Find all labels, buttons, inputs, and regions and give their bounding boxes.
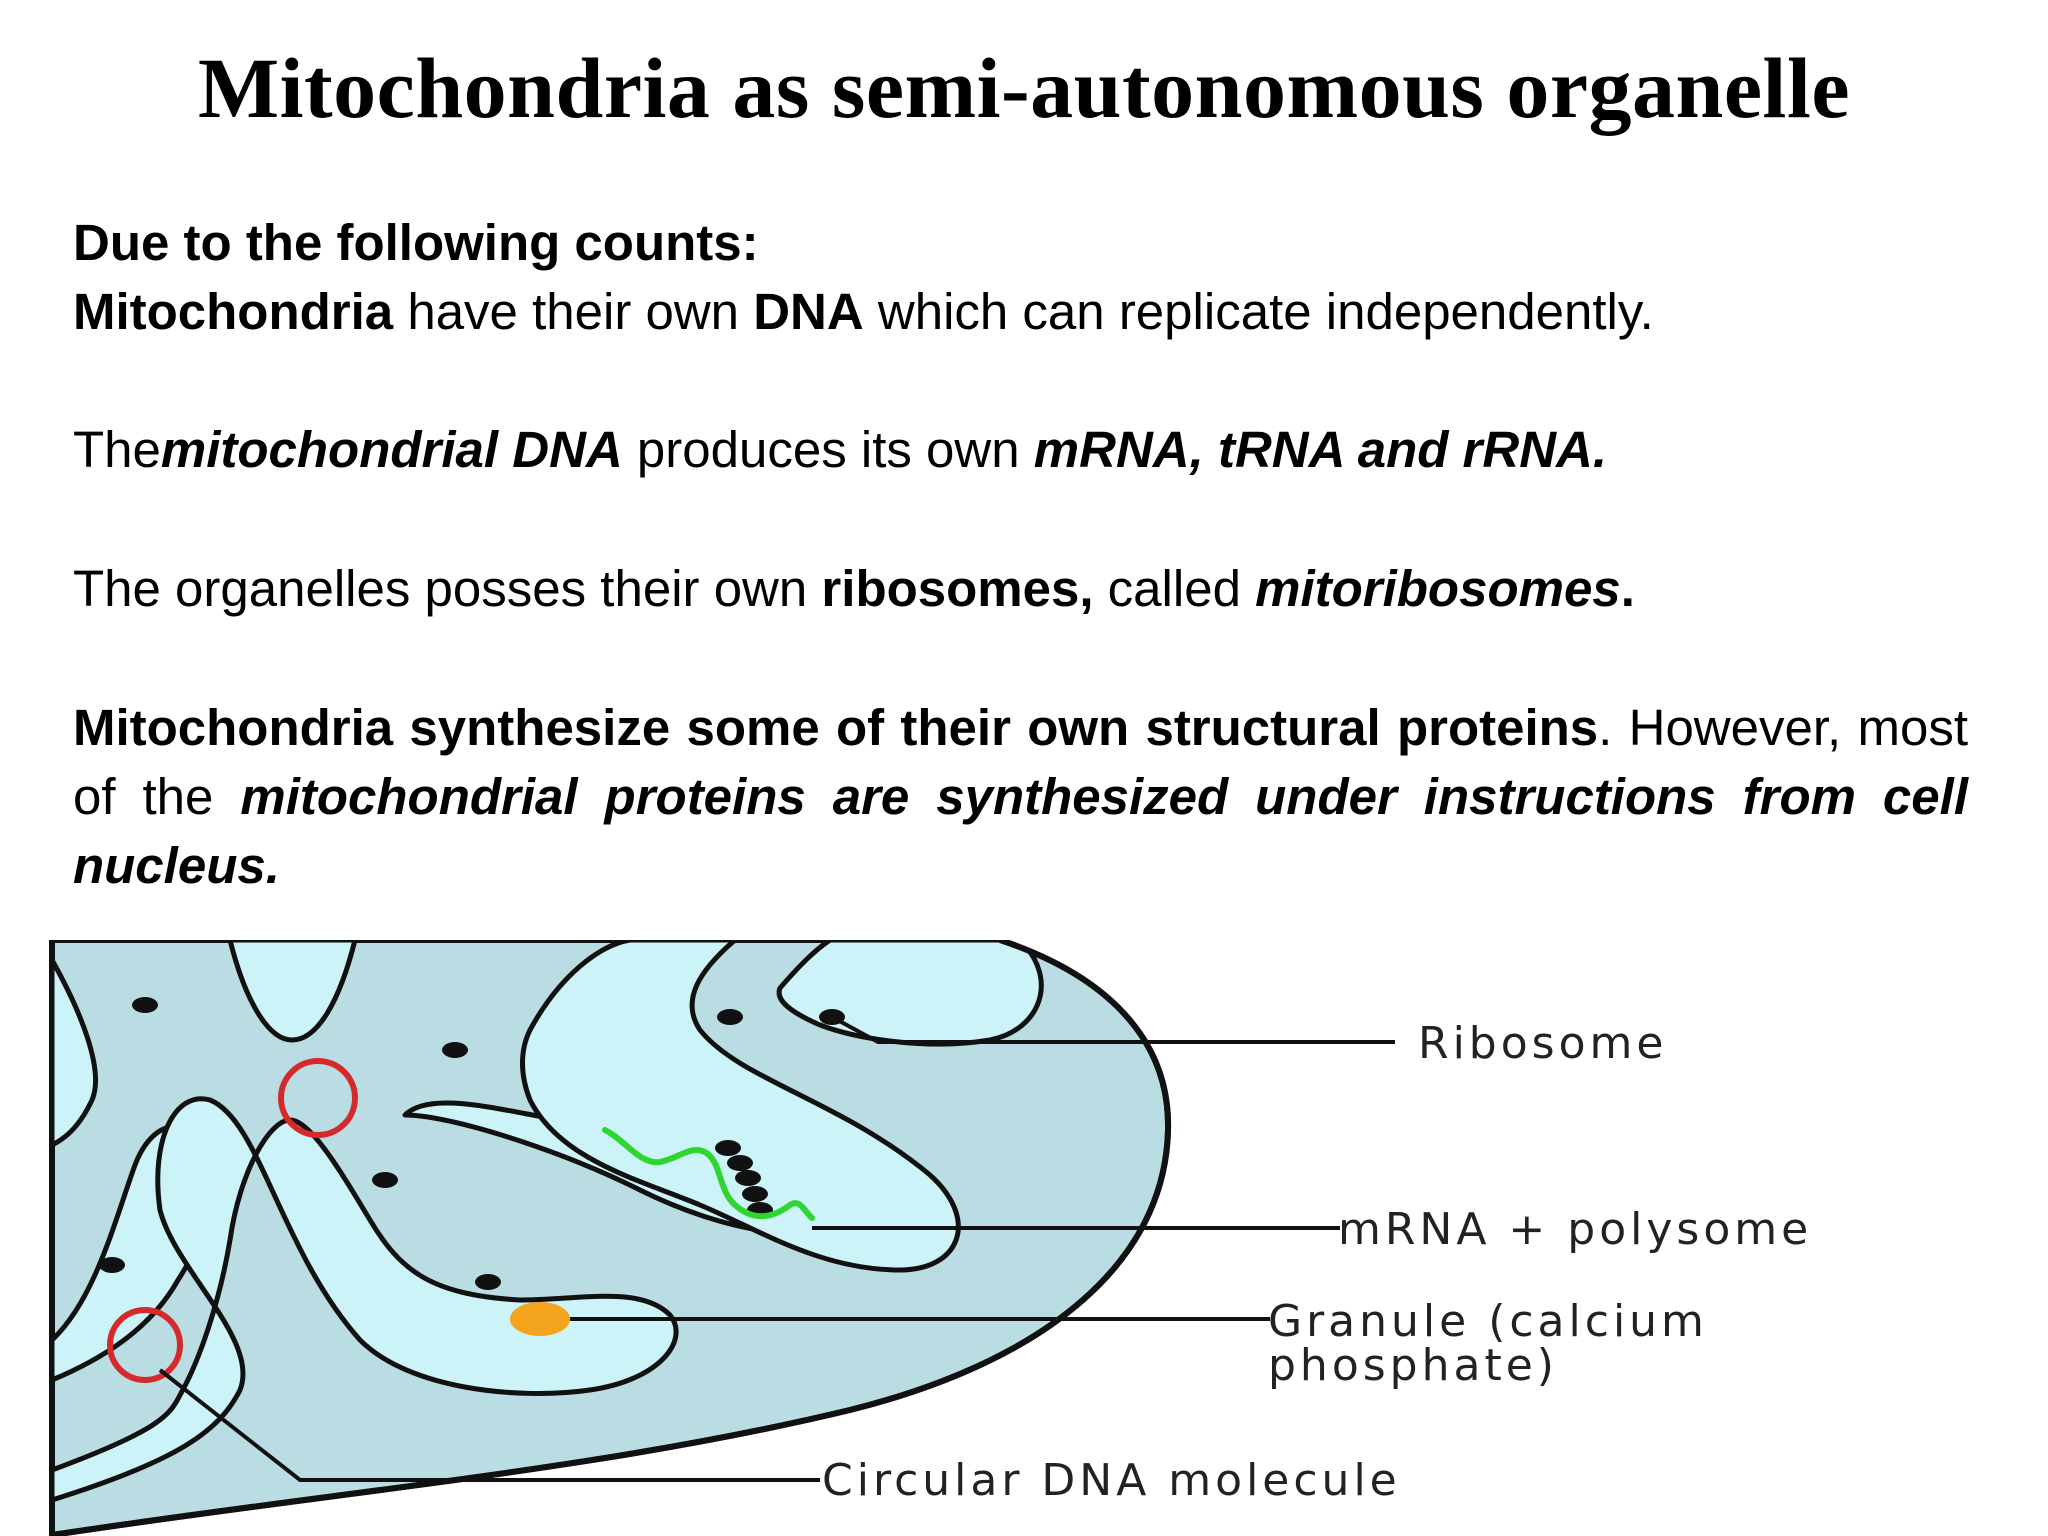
point-3-called: called — [1093, 560, 1256, 617]
point-3-period: . — [1620, 560, 1635, 617]
granule-label-line-1: Granule (calcium — [1268, 1296, 1708, 1347]
point-1-dna: DNA — [753, 283, 864, 340]
point-2-block: Themitochondrial DNA produces its own mR… — [73, 415, 1968, 484]
point-1-subject: Mitochondria — [73, 283, 394, 340]
ribosome-dot — [717, 1009, 743, 1025]
point-1-block: Due to the following counts: Mitochondri… — [73, 208, 1968, 346]
circular-dna-icon — [278, 1058, 358, 1138]
ribosome-dot — [475, 1274, 501, 1290]
point-4-emphasis: mitochondrial proteins are synthesized u… — [73, 768, 1968, 894]
point-3: The organelles posses their own ribosome… — [73, 554, 1968, 623]
point-4-block: Mitochondria synthesize some of their ow… — [73, 693, 1968, 900]
ribosome-label: Ribosome — [1418, 1018, 1667, 1069]
point-2-prefix: The — [73, 421, 161, 478]
point-1-text: have their own — [393, 283, 754, 340]
point-3-block: The organelles posses their own ribosome… — [73, 554, 1968, 623]
ribosome-dot — [442, 1042, 468, 1058]
mitochondrion-diagram: Ribosome mRNA + polysome Granule (calciu… — [49, 940, 1812, 1536]
mrna-strand — [602, 1127, 815, 1221]
outer-membrane-outline — [51, 940, 1172, 1536]
mrna-polysome-label: mRNA + polysome — [1338, 1204, 1812, 1255]
polysome-dot — [735, 1170, 761, 1186]
polysome-dot — [727, 1155, 753, 1171]
point-3-mitoribosomes: mitoribosomes — [1255, 560, 1621, 617]
point-2-mito-dna: mitochondrial DNA — [160, 421, 623, 478]
point-3-text: The organelles posses their own — [73, 560, 822, 617]
point-4-period: . — [1598, 699, 1613, 756]
point-1-text-end: which can replicate independently. — [863, 283, 1654, 340]
intro-line: Due to the following counts: — [73, 208, 1968, 277]
ribosome-dot — [132, 997, 158, 1013]
point-4-bold: Mitochondria synthesize some of their ow… — [73, 699, 1599, 756]
granule-label-line-2: phosphate) — [1268, 1340, 1558, 1391]
circular-dna-label: Circular DNA molecule — [822, 1455, 1401, 1506]
point-3-ribosomes: ribosomes, — [821, 560, 1094, 617]
ribosome-dot — [99, 1257, 125, 1273]
ribosome-leader — [831, 1015, 1395, 1044]
point-4-however: However, most of the — [73, 699, 1968, 825]
leader-lines — [158, 1015, 1395, 1482]
ribosome-dot — [372, 1172, 398, 1188]
crista — [520, 940, 961, 1273]
circular-dna-icon — [107, 1307, 183, 1383]
point-2-rnas: mRNA, tRNA and rRNA. — [1033, 421, 1608, 478]
polysome-dot — [715, 1140, 741, 1156]
polysome-dot — [742, 1186, 768, 1202]
crista — [227, 940, 358, 1043]
crista — [52, 957, 98, 1148]
intro-text: Due to the following counts: — [73, 214, 759, 271]
dna-leader — [158, 1368, 820, 1482]
point-4: Mitochondria synthesize some of their ow… — [73, 693, 1968, 900]
crista — [52, 1096, 679, 1503]
page-title: Mitochondria as semi-autonomous organell… — [197, 40, 1851, 136]
point-2-text: produces its own — [622, 421, 1034, 478]
granule-icon — [510, 1302, 570, 1336]
point-1: Mitochondria have their own DNA which ca… — [73, 277, 1968, 346]
point-2: Themitochondrial DNA produces its own mR… — [73, 415, 1968, 484]
